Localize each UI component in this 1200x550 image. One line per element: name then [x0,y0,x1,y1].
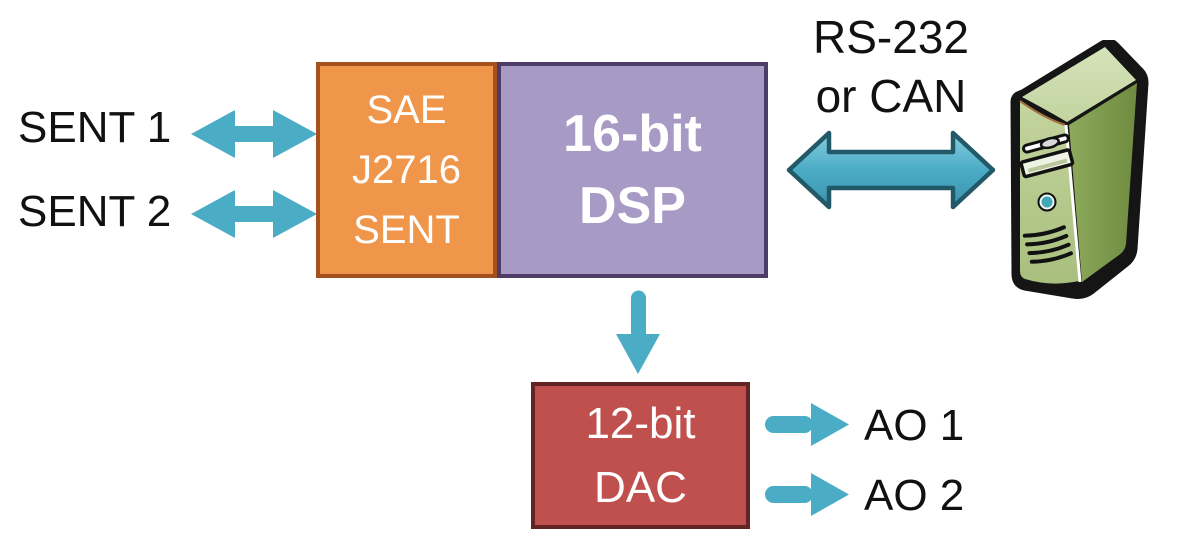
block-sent-line-2: J2716 [352,148,461,192]
block-dsp: 16-bit DSP [497,62,768,278]
bidirectional-arrow-sent-1 [191,110,317,158]
bus-label-line-1: RS-232 [813,11,969,63]
down-arrow-dsp-to-dac [616,290,660,374]
block-sent-line-1: SAE [366,88,447,132]
bidirectional-arrow-sent-2 [191,190,317,238]
block-sent-line-3: SENT [353,208,460,252]
bus-label: RS-232 or CAN [782,8,1000,126]
bus-label-line-2: or CAN [815,70,967,122]
tower-drive-slot [1022,133,1070,154]
tower-top-face [1022,47,1136,122]
block-dac-line-2: DAC [594,462,687,512]
block-sent-interface: SAE J2716 SENT [316,62,497,278]
block-dac-line-1: 12-bit [585,398,696,448]
tower-drive-bay [1019,148,1075,179]
block-dsp-line-2: DSP [579,177,686,235]
input-label-sent-2: SENT 2 [18,187,172,236]
block-dsp-line-1: 16-bit [563,105,702,163]
tower-power-button-center [1041,196,1053,208]
tower-vents [1022,225,1073,264]
tower-front-arc [1019,100,1066,126]
input-label-sent-1: SENT 1 [18,103,172,152]
output-label-ao-2: AO 2 [864,471,965,520]
bus-arrow [786,130,996,210]
output-label-ao-1: AO 1 [864,401,965,450]
output-arrow-ao-2 [765,473,849,516]
tower-side-face [1069,83,1137,282]
host-computer-icon [1010,40,1149,299]
block-dac: 12-bit DAC [531,382,750,529]
output-arrow-ao-1 [765,403,849,446]
